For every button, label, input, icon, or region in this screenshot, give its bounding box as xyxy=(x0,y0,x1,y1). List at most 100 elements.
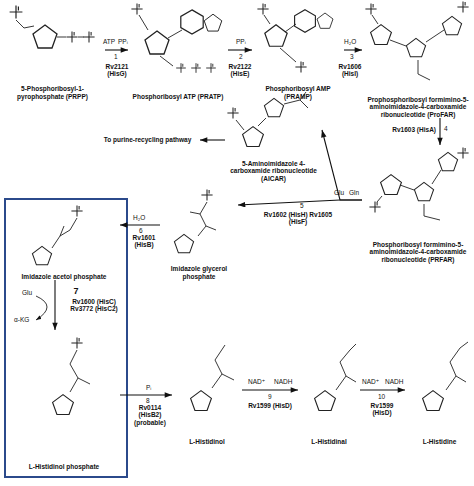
step-number: 9 xyxy=(268,393,272,400)
cofactor: NADH xyxy=(274,378,292,385)
cosubstrate: Glu xyxy=(334,189,344,196)
bond xyxy=(139,15,148,30)
enzyme-label: Rv1599 (HisD) xyxy=(244,402,296,409)
phosphate-group xyxy=(206,63,216,73)
enzyme-label: Rv1602 (HisH) Rv1605 (HisF) xyxy=(262,211,334,226)
enzyme-label: Rv1603 (HisA) xyxy=(390,126,436,133)
cosubstrate: H₂O xyxy=(344,38,356,45)
cofactor: NAD⁺ xyxy=(362,378,379,385)
phosphate-group xyxy=(227,107,238,118)
byproduct: PPᵢ xyxy=(236,38,246,45)
step-number: 1 xyxy=(114,53,118,60)
purine-ring xyxy=(317,13,333,28)
purine-ring xyxy=(181,10,203,34)
reaction-arrow xyxy=(322,130,362,200)
byproduct: α-KG xyxy=(14,316,29,323)
reaction-arrow xyxy=(200,139,225,140)
cofactor: NADH xyxy=(385,378,403,385)
step-number: 5 xyxy=(300,202,304,209)
enzyme-label: Rv2122 (HisE) xyxy=(225,63,255,78)
compound-name: Imidazole glycerol phosphate xyxy=(160,265,238,280)
compound-name: L-Histidinal xyxy=(298,438,360,445)
cosubstrate: ATP xyxy=(103,38,115,45)
compound: Prophosphoribosyl formimino-5-aminoimida… xyxy=(362,0,474,118)
compound: L-Histidinol phosphate xyxy=(8,330,120,470)
compound-name: 5-Aminoimidazole 4-carboxamide ribonucle… xyxy=(225,160,322,182)
phosphate-group xyxy=(83,31,94,42)
enzyme-label: Rv1599 (HisD) xyxy=(361,402,403,417)
compound: 5-Aminoimidazole 4-carboxamide ribonucle… xyxy=(225,92,322,182)
ribose-ring xyxy=(145,31,169,54)
imidazole-ring xyxy=(423,391,444,411)
reaction-arrow xyxy=(439,118,440,145)
enzyme-label: Rv2121 (HisG) xyxy=(102,63,132,78)
enzyme-label: Rv1600 (HisC) Rv3772 (HisC2) xyxy=(64,298,124,313)
imidazole-ring xyxy=(264,98,283,116)
ribose-ring xyxy=(442,16,461,34)
compound: Phosphoribosyl ATP (PRATP) xyxy=(128,0,228,100)
phosphate-group xyxy=(365,3,376,14)
compound-name: Phosphoribosyl ATP (PRATP) xyxy=(128,93,228,100)
ribose-ring xyxy=(265,25,287,46)
step-number: 7 xyxy=(66,286,86,296)
phosphate-group xyxy=(71,337,82,348)
phosphate-group xyxy=(131,3,142,14)
bond xyxy=(190,202,216,236)
reaction-arrow xyxy=(228,49,252,50)
reaction-arrow xyxy=(360,389,405,390)
bond xyxy=(372,15,444,80)
byproduct: Pᵢ xyxy=(146,384,151,391)
phosphate-group xyxy=(71,205,82,216)
bond xyxy=(57,37,84,38)
bond xyxy=(212,345,234,388)
ribose-ring xyxy=(371,25,392,45)
phosphate-group xyxy=(369,201,380,212)
phosphate-group xyxy=(176,63,186,73)
bond xyxy=(236,118,266,130)
step-number: 8 xyxy=(146,397,150,404)
ribose-ring xyxy=(381,175,402,195)
imidazole-ring xyxy=(406,38,425,56)
cosubstrate-arrow xyxy=(36,296,47,320)
byproduct: PPᵢ xyxy=(118,38,128,45)
ribose-ring xyxy=(438,152,457,170)
step-number: 3 xyxy=(350,53,354,60)
imidazole-ring xyxy=(315,391,336,411)
compound-name: L-Histidinol xyxy=(172,438,242,445)
enzyme-label: Rv0114 (HisB2) (probable) xyxy=(128,404,172,426)
enzyme-label: Rv1601 (HisB) xyxy=(129,234,159,249)
purine-ring xyxy=(295,10,316,33)
phosphate-group xyxy=(191,63,201,73)
compound: Phosphoribosyl formimino-5-aminoimidazol… xyxy=(362,145,474,263)
compound: 5-Phosphoribosyl-1-pyrophosphate (PRPP) xyxy=(0,5,105,100)
bond xyxy=(377,170,441,220)
reaction-arrow xyxy=(54,280,55,330)
highlight-box: 7Rv1600 (HisC) Rv3772 (HisC2) Imidazole a… xyxy=(4,198,128,478)
reaction-arrow xyxy=(242,389,298,390)
compound-name: 5-Phosphoribosyl-1-pyrophosphate (PRPP) xyxy=(0,85,105,100)
reaction-arrow xyxy=(105,49,128,50)
bond xyxy=(336,344,356,390)
compound-name: L-Histidine xyxy=(405,438,474,445)
step-number: 6 xyxy=(139,227,143,234)
cosubstrate: Glu xyxy=(22,289,32,296)
ribose-ring xyxy=(243,127,264,147)
purine-ring xyxy=(204,14,222,31)
reaction-arrow xyxy=(344,49,362,50)
pathway-target: To purine-recycling pathway xyxy=(95,134,200,146)
compound: Imidazole glycerol phosphate xyxy=(160,185,238,280)
step-number: 4 xyxy=(444,125,448,132)
ribose-ring xyxy=(33,25,57,48)
compound-name: Imidazole acetol phosphate xyxy=(8,273,120,280)
compound-name: Phosphoribosyl AMP (PRAMP) xyxy=(252,85,344,100)
compound-name: Phosphoribosyl formimino-5-aminoimidazol… xyxy=(362,241,474,263)
phosphate-group xyxy=(457,147,468,158)
compound: L-Histidine xyxy=(405,335,474,445)
phosphate-group xyxy=(10,6,23,19)
phosphate-group xyxy=(201,189,212,200)
compound-name: To purine-recycling pathway xyxy=(95,136,200,143)
enzyme-label: Rv1606 (HisI) xyxy=(336,63,364,78)
step-number: 10 xyxy=(378,393,385,400)
bond xyxy=(264,15,296,62)
bond xyxy=(52,218,77,248)
